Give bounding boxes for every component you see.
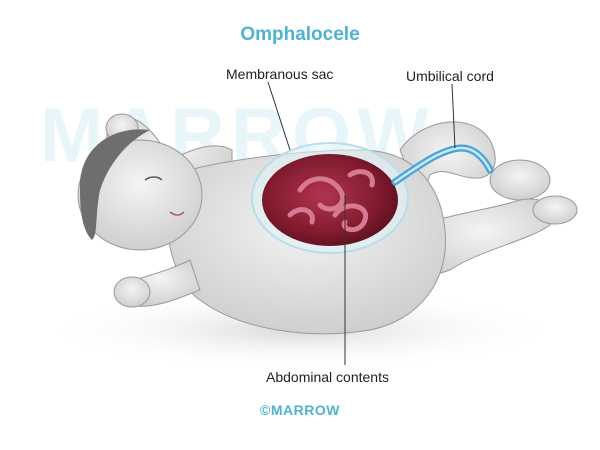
mouth xyxy=(169,211,185,216)
lower-fist xyxy=(113,276,151,308)
closed-eye xyxy=(144,176,163,181)
foot-top xyxy=(489,159,551,201)
diagram-title: Omphalocele xyxy=(240,24,360,45)
leader-umbilical-cord xyxy=(451,83,456,149)
sac-interior xyxy=(262,154,398,246)
umbilical-cord-highlight xyxy=(393,146,492,184)
copyright-text: ©MARROW xyxy=(260,402,340,418)
hair xyxy=(79,129,150,240)
leader-membranous-sac xyxy=(267,81,291,151)
foot-bottom xyxy=(532,195,578,225)
label-abdominal-contents: Abdominal contents xyxy=(266,369,389,385)
bowel-loops xyxy=(287,169,375,233)
label-membranous-sac: Membranous sac xyxy=(226,66,334,82)
label-umbilical-cord: Umbilical cord xyxy=(406,68,494,84)
